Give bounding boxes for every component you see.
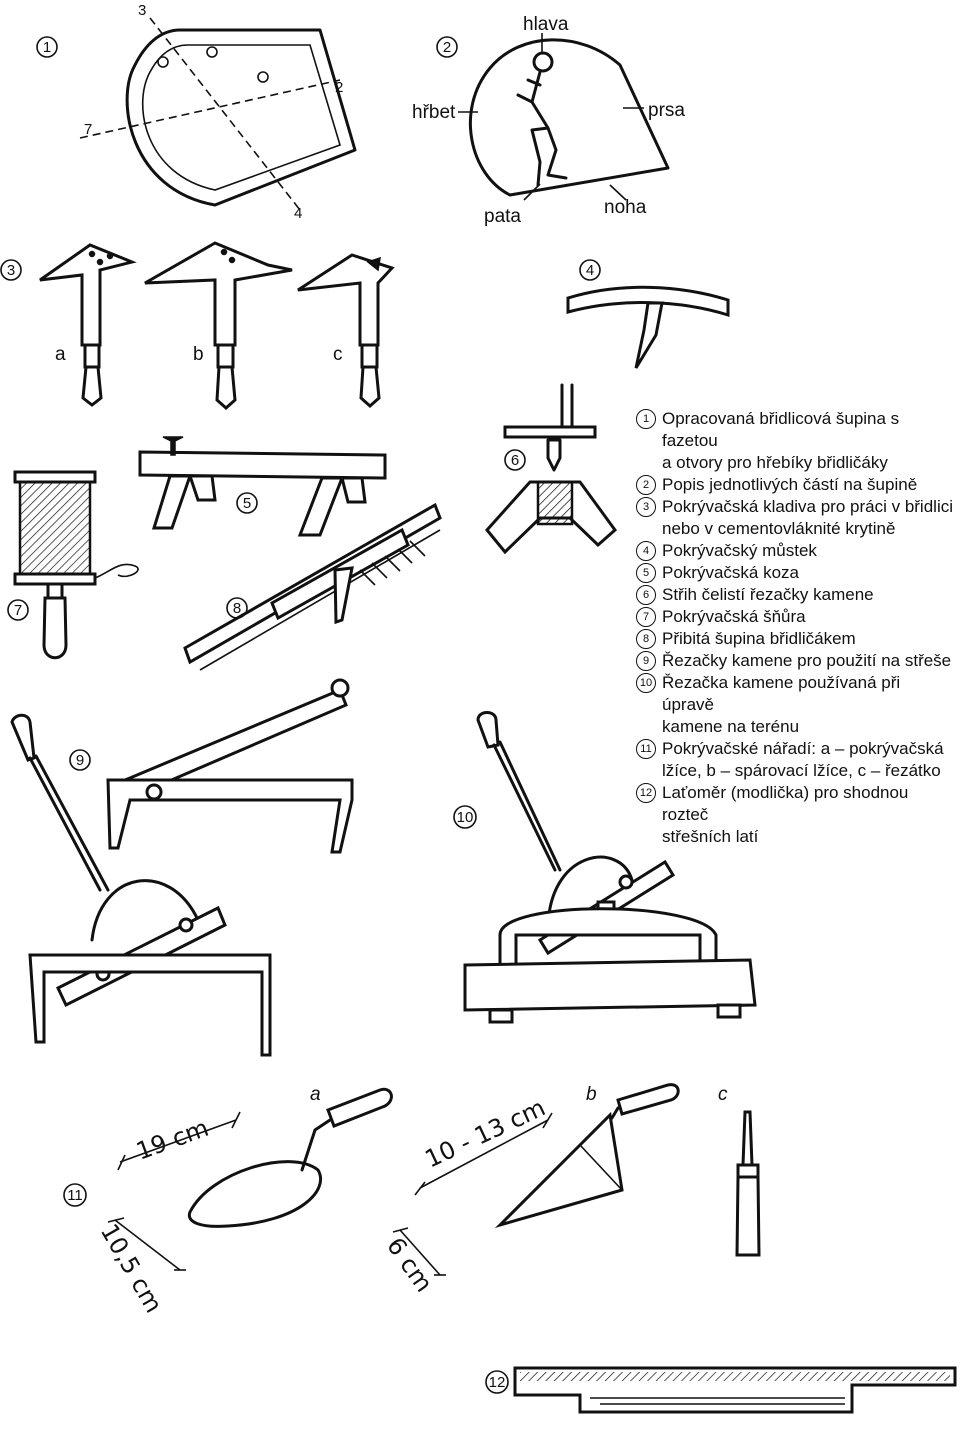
fig7-chalk-line: [13, 470, 139, 660]
fig11-label-b: b: [586, 1084, 597, 1105]
svg-text:8: 8: [233, 600, 241, 617]
fig1-line-label: 2: [335, 79, 343, 96]
legend-marker: 8: [636, 629, 656, 649]
fig3-roofer-hammers: a b c: [39, 241, 395, 411]
marker-7: 7: [7, 599, 29, 621]
legend-marker: 5: [636, 563, 656, 583]
dimension-10-13cm: 10 - 13 cm: [421, 1093, 550, 1173]
svg-text:4: 4: [586, 262, 594, 279]
label-noha: noha: [604, 197, 647, 218]
marker-12: 12: [485, 1370, 509, 1394]
svg-text:1: 1: [43, 39, 51, 56]
fig1-line-label: 7: [84, 121, 92, 138]
marker-1: 1: [36, 36, 58, 58]
svg-text:3: 3: [7, 262, 15, 279]
legend-marker: 11: [636, 739, 656, 759]
legend-text: Pokrývačská koza: [662, 563, 799, 582]
label-hrbet: hřbet: [412, 102, 456, 123]
dimension-19cm: 19 cm: [132, 1114, 212, 1166]
legend-text: Pokrývačská kladiva pro práci v břidlici…: [662, 497, 953, 538]
label-pata: pata: [484, 206, 521, 227]
fig11-label-a: a: [310, 1084, 321, 1105]
legend-marker: 2: [636, 475, 656, 495]
marker-10: 10: [453, 805, 477, 829]
marker-11: 11: [63, 1183, 87, 1207]
fig11-label-c: c: [718, 1084, 728, 1105]
fig1-line-label: 3: [138, 2, 146, 19]
svg-text:10: 10: [457, 809, 474, 826]
fig3-label-c: c: [333, 344, 343, 365]
fig4-roofer-bridge: [566, 285, 730, 369]
svg-text:12: 12: [489, 1374, 506, 1391]
legend-marker: 4: [636, 541, 656, 561]
figure-markers: 1 2 3 4 5 6 7 8 9 10 11 12: [0, 36, 601, 1394]
legend-item: 2 Popis jednotlivých částí na šupině: [636, 474, 956, 496]
legend-text: Řezačky kamene pro použití na střeše: [662, 651, 952, 670]
fig5-roofer-trestle: [138, 436, 387, 537]
legend-item: 7 Pokrývačská šňůra: [636, 606, 956, 628]
legend-marker: 9: [636, 651, 656, 671]
legend-text: Pokrývačský můstek: [662, 541, 817, 560]
marker-2: 2: [436, 36, 458, 58]
marker-3: 3: [0, 259, 22, 281]
legend-marker: 3: [636, 497, 656, 517]
fig3-label-b: b: [193, 344, 204, 365]
legend-marker: 12: [636, 783, 656, 803]
legend-item: 5 Pokrývačská koza: [636, 562, 956, 584]
marker-8: 8: [226, 597, 248, 619]
svg-text:11: 11: [67, 1187, 83, 1204]
svg-text:7: 7: [14, 602, 22, 619]
legend-item: 3 Pokrývačská kladiva pro práci v břidlic…: [636, 496, 956, 540]
fig11-roofer-tools: a b c 19 cm 10,5 cm 10 - 13 cm 6 cm: [95, 1083, 761, 1318]
legend-text: Pokrývačská šňůra: [662, 607, 806, 626]
dimension-6cm: 6 cm: [381, 1232, 438, 1297]
svg-text:6: 6: [511, 452, 519, 469]
fig1-line-label: 4: [294, 205, 302, 222]
legend-item: 8 Přibitá šupina břidličákem: [636, 628, 956, 650]
marker-9: 9: [69, 749, 91, 771]
dimension-10-5cm: 10,5 cm: [95, 1219, 168, 1318]
marker-4: 4: [579, 259, 601, 281]
marker-6: 6: [504, 449, 526, 471]
legend-marker: 6: [636, 585, 656, 605]
label-prsa: prsa: [648, 100, 685, 121]
marker-5: 5: [236, 492, 258, 514]
fig9-roof-cutter: [10, 678, 354, 1057]
fig3-label-a: a: [55, 344, 66, 365]
legend-text: Střih čelistí řezačky kamene: [662, 585, 874, 604]
fig10-field-cutter: [463, 711, 757, 1024]
legend-marker: 10: [636, 673, 656, 693]
legend-text: Popis jednotlivých částí na šupině: [662, 475, 918, 494]
fig1-slate-scale: 3 2 7 4: [79, 2, 357, 222]
fig6-cutter-jaws: [485, 383, 618, 555]
fig12-lath-gauge: [513, 1366, 957, 1414]
svg-text:9: 9: [76, 752, 84, 769]
svg-text:5: 5: [243, 495, 251, 512]
legend-item: 4 Pokrývačský můstek: [636, 540, 956, 562]
label-hlava: hlava: [523, 14, 569, 35]
legend-marker: 1: [636, 409, 656, 429]
svg-text:2: 2: [443, 39, 451, 56]
fig8-nailed-slate: [183, 502, 442, 671]
legend-item: 9 Řezačky kamene pro použití na střeše: [636, 650, 956, 672]
legend-item: 6 Střih čelistí řezačky kamene: [636, 584, 956, 606]
legend-marker: 7: [636, 607, 656, 627]
fig2-scale-parts: hlava hřbet prsa pata noha: [412, 14, 685, 227]
legend-text: Přibitá šupina břidličákem: [662, 629, 856, 648]
